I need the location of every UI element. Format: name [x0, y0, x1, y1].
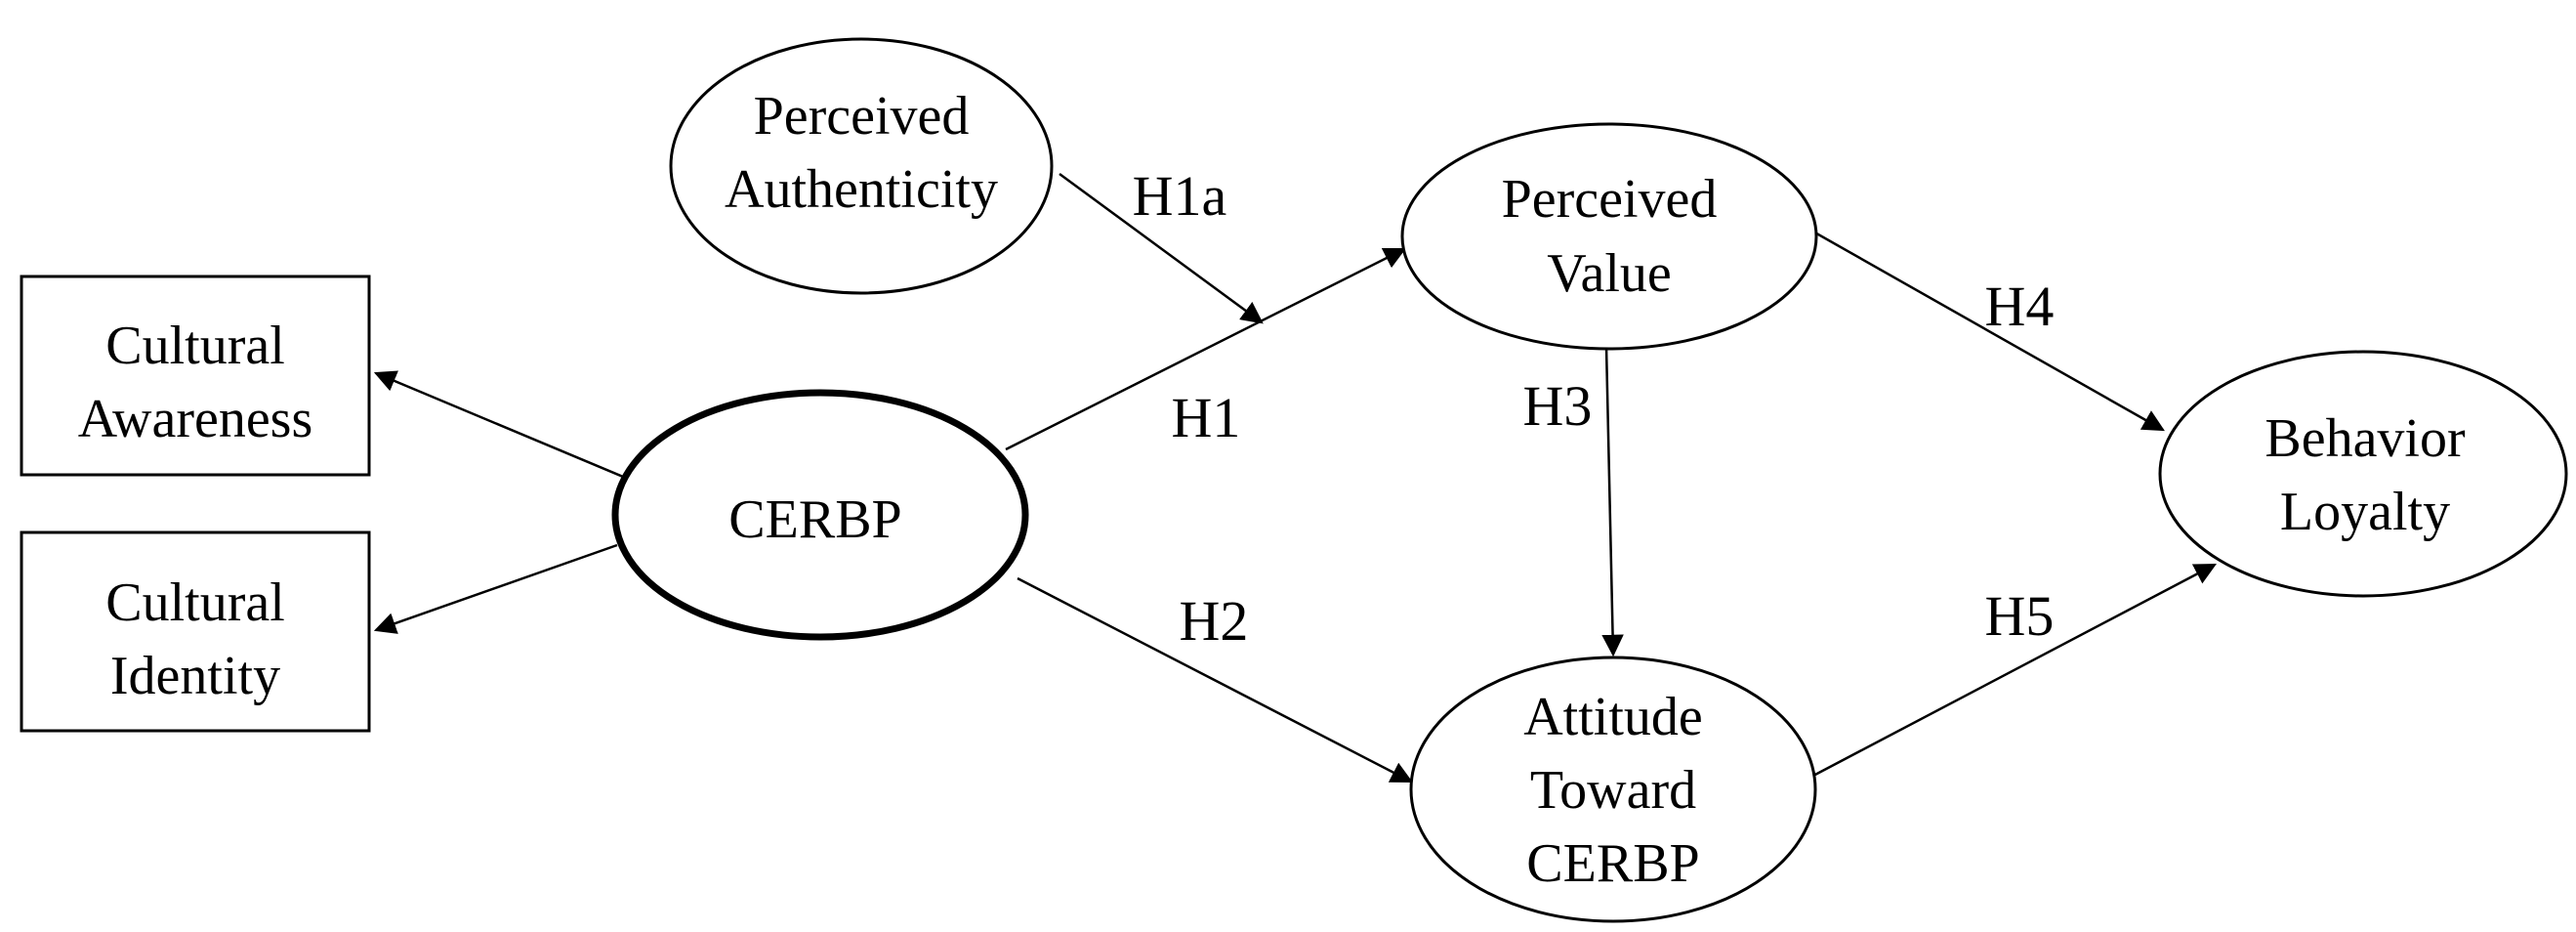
node-perceived-authenticity: Perceived Authenticity [669, 37, 1054, 295]
node-cerbp-shape [611, 389, 1029, 641]
node-perceived-value-line1: Perceived [1502, 169, 1718, 230]
hypothesis-label-h5: H5 [1985, 584, 2055, 648]
node-attitude-toward-cerbp-line2: Toward [1530, 760, 1696, 821]
arrow-cerbp-to-cultural-awareness [373, 370, 624, 479]
node-attitude-toward-cerbp: Attitude Toward CERBP [1409, 656, 1817, 923]
node-cerbp: CERBP [611, 389, 1029, 641]
node-cultural-identity: Cultural Identity [20, 530, 371, 733]
arrow-cerbp-to-cultural-identity [373, 543, 618, 634]
node-cultural-awareness-shape [20, 275, 371, 477]
node-cultural-identity-line2: Identity [110, 646, 280, 706]
arrow-perceived-value-to-behavior-loyalty [1804, 225, 2165, 432]
node-cultural-awareness: Cultural Awareness [20, 275, 371, 477]
node-perceived-authenticity-shape [669, 37, 1054, 295]
hypothesis-label-h1a: H1a [1133, 164, 1227, 228]
node-attitude-toward-cerbp-line1: Attitude [1523, 687, 1703, 747]
node-perceived-value: Perceived Value [1400, 122, 1818, 351]
arrow-cerbp-to-attitude [1017, 576, 1413, 784]
node-cultural-identity-line1: Cultural [105, 572, 285, 633]
node-behavior-loyalty-shape [2158, 350, 2568, 598]
arrow-attitude-to-behavior-loyalty [1810, 563, 2217, 779]
arrow-cerbp-to-perceived-value [1005, 247, 1407, 451]
node-behavior-loyalty: Behavior Loyalty [2158, 350, 2568, 598]
hypothesis-label-h3: H3 [1523, 374, 1593, 438]
node-cultural-awareness-line2: Awareness [78, 389, 313, 449]
hypothesis-label-h1: H1 [1172, 386, 1241, 449]
arrow-perceived-value-to-attitude [1601, 346, 1624, 657]
node-behavior-loyalty-line1: Behavior [2264, 408, 2466, 469]
node-attitude-toward-cerbp-line3: CERBP [1526, 833, 1699, 894]
node-cultural-awareness-line1: Cultural [105, 316, 285, 376]
node-attitude-toward-cerbp-shape [1409, 656, 1817, 923]
node-perceived-authenticity-line1: Perceived [754, 86, 970, 147]
node-perceived-value-shape [1400, 122, 1818, 351]
hypothesis-label-h4: H4 [1985, 275, 2055, 338]
node-cerbp-line1: CERBP [728, 489, 901, 550]
hypothesis-label-h2: H2 [1180, 589, 1249, 653]
node-perceived-value-line2: Value [1547, 243, 1672, 304]
node-cultural-identity-shape [20, 530, 371, 733]
node-behavior-loyalty-line2: Loyalty [2280, 482, 2450, 542]
arrow-perceived-authenticity-moderation [1059, 172, 1264, 324]
node-perceived-authenticity-line2: Authenticity [725, 159, 998, 220]
